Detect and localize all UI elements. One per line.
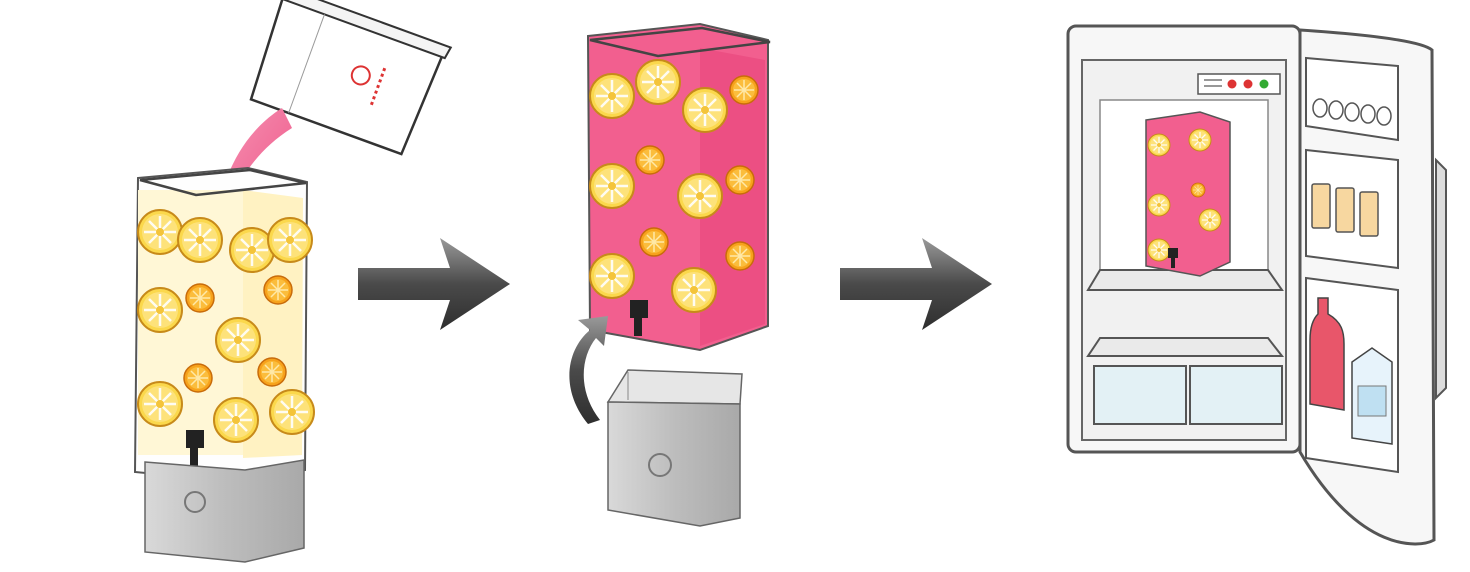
dispenser-clear-icon	[133, 166, 316, 563]
step-1-pour-mix	[133, 0, 453, 563]
pour-stream	[228, 108, 292, 198]
right-arrow-icon	[358, 238, 510, 330]
step-arrow-2	[840, 238, 992, 330]
step-3-refrigerate	[1066, 24, 1447, 546]
dispenser-filled-icon	[586, 22, 771, 352]
steel-base	[144, 459, 305, 563]
right-arrow-icon	[840, 238, 992, 330]
mini-dispenser-icon	[1145, 111, 1231, 277]
step-2-lift-base	[569, 22, 771, 527]
steel-base-empty-icon	[606, 369, 743, 527]
bottle-icon	[1309, 297, 1345, 411]
mix-tub-icon	[249, 0, 453, 156]
step-arrow-1	[358, 238, 510, 330]
lift-arrow-icon	[569, 316, 608, 424]
refrigerator-icon	[1066, 24, 1447, 546]
